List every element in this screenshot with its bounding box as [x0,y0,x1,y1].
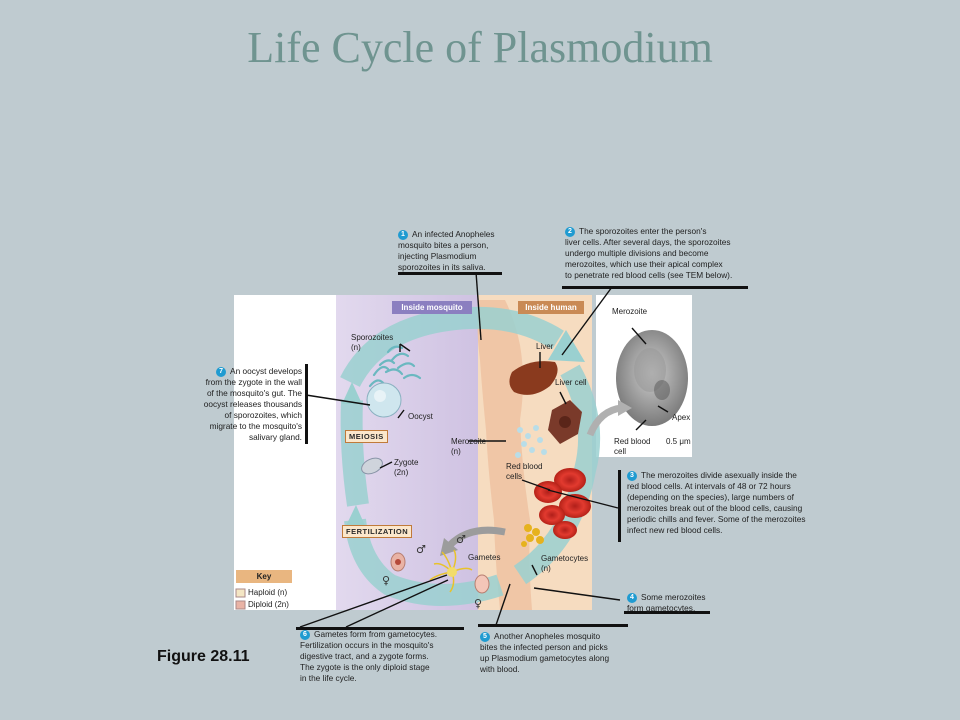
male-symbol-1: ♂ [416,543,426,556]
zygote [361,457,383,475]
cycle-arrow-top [340,306,564,388]
tem-apex-label: Apex [672,413,691,422]
fertilization-arrow [447,526,506,548]
fertilization-label: FERTILIZATION [342,525,413,538]
gametes-label: Gametes [468,553,501,562]
figure-label: Figure 28.11 [157,648,250,665]
step-5-number: 5 [480,632,490,642]
page-title: Life Cycle of Plasmodium [247,23,713,72]
step-4-number: 4 [627,593,637,603]
male-symbol-2: ♂ [456,533,466,546]
inside-mosquito-banner: Inside mosquito [392,301,472,314]
key-diploid-swatch [235,600,246,610]
meiosis-label: MEIOSIS [345,430,388,443]
inside-human-banner: Inside human [518,301,584,314]
step-6-number: 6 [300,630,310,640]
step-2-number: 2 [565,227,575,237]
sporozoites-label: Sporozoites(n) [351,333,394,352]
merozoite-label: Merozoite(n) [451,437,487,456]
key-diploid-label: Diploid (2n) [248,600,289,609]
step-1-number: 1 [398,230,408,240]
gametocyte [474,574,490,594]
step-3-number: 3 [627,471,637,481]
key-title: Key [256,572,272,581]
oocyst-label: Oocyst [408,412,433,421]
tem-scale-label: 0.5 μm [666,437,691,446]
gametocytes-cluster [521,524,544,547]
liver-cell-label: Liver cell [555,378,587,387]
red-blood-cells [534,468,591,539]
red-blood-cells-label: Red blood cells [506,462,543,481]
tem-merozoite-label: Merozoite [612,307,648,316]
step-7-number: 7 [216,367,227,377]
cycle-arrow-bottom [344,518,504,606]
liver-label: Liver [536,342,554,351]
merozoites [515,425,547,458]
female-symbol-2: ♀ [474,597,482,610]
key-haploid-label: Haploid (n) [248,588,288,597]
liver [509,361,558,395]
key-haploid-swatch [235,588,246,598]
callout-bars [296,272,748,630]
leader-lines [299,271,669,628]
gametocytes-label: Gametocytes(n) [541,554,589,573]
zygote-label: Zygote(2n) [394,458,419,477]
female-symbol-1: ♀ [382,574,390,587]
tem-rbc-label: Red blood cell [614,437,651,456]
key-header [236,570,292,583]
cycle-arrow-right [513,364,601,585]
